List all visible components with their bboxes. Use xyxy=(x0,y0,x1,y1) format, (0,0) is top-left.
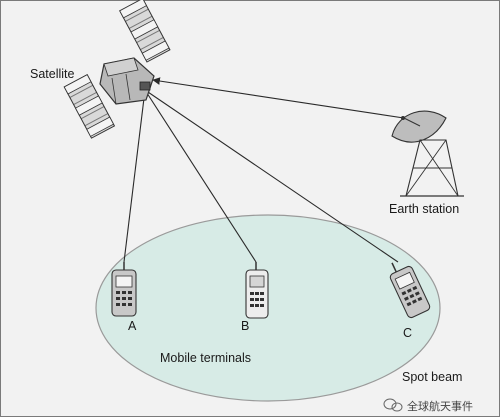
mobile-terminal-a-icon xyxy=(111,262,137,317)
earth-station-icon xyxy=(391,110,464,197)
earth-station-label: Earth station xyxy=(389,202,459,216)
watermark-text: 全球航天事件 xyxy=(407,399,473,413)
wechat-logo-icon xyxy=(383,398,403,412)
terminal-a-label: A xyxy=(128,319,137,333)
satellite-label: Satellite xyxy=(30,67,75,81)
mobile-terminals-label: Mobile terminals xyxy=(160,351,251,365)
uplink-downlink-arrow xyxy=(152,77,418,123)
terminal-c-label: C xyxy=(403,326,412,340)
spot-beam-label: Spot beam xyxy=(402,370,462,384)
mobile-terminal-c-icon xyxy=(389,262,431,319)
terminal-b-label: B xyxy=(241,319,249,333)
watermark: 全球航天事件 xyxy=(383,398,473,413)
mobile-terminal-b-icon xyxy=(245,262,269,319)
satellite-icon xyxy=(63,0,171,139)
link-a xyxy=(123,89,146,263)
